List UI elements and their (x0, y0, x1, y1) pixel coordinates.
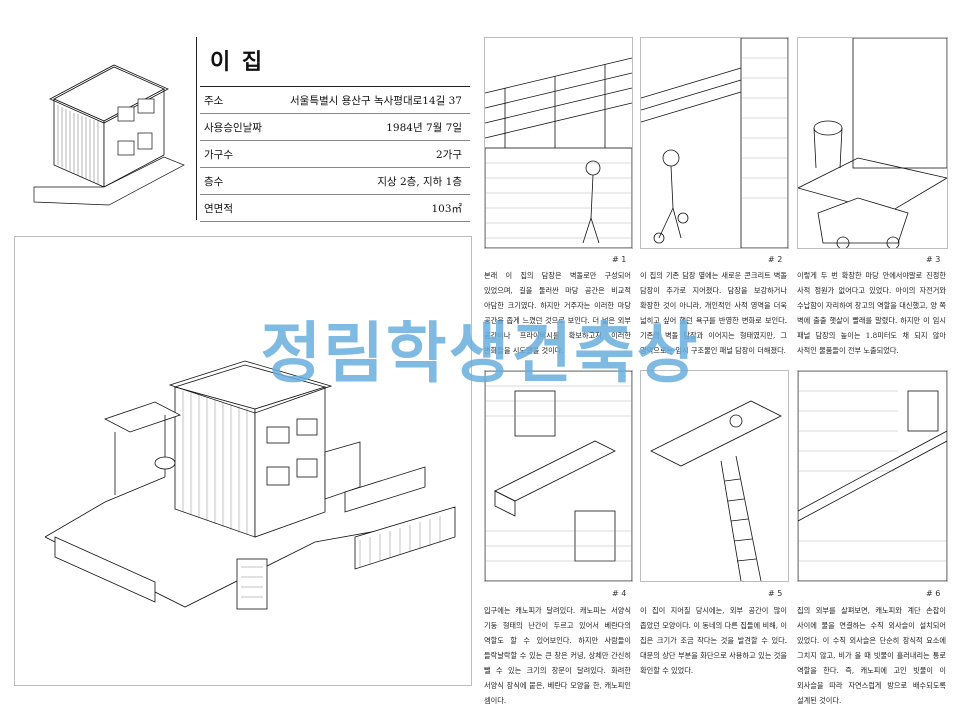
panel-number: # 3 (926, 255, 941, 264)
panel-number: # 5 (768, 589, 783, 598)
info-key: 주소 (204, 94, 224, 107)
panel-number: # 2 (768, 255, 783, 264)
main-axonometric-drawing (44, 360, 456, 610)
panel-number: # 4 (612, 589, 627, 598)
panel-text: 이 집의 기존 담장 옆에는 새로운 콘크리트 벽돌 담장이 추가로 지어졌다.… (640, 271, 787, 355)
panel-3-drawing (798, 38, 947, 248)
panel-text: 집의 외부를 살펴보면, 캐노피와 계단 손잡이 사이에 물을 연결하는 수직 … (797, 606, 946, 705)
info-table: 주소 서울특별시 용산구 녹사평대로14길 37 사용승인날짜 1984년 7월 7… (200, 86, 470, 222)
info-row-address: 주소 서울특별시 용산구 녹사평대로14길 37 (200, 87, 470, 114)
watermark-text: 정림학생건축상 (260, 315, 700, 392)
house-thumbnail-frame (14, 37, 194, 217)
panel-text: 본래 이 집의 담장은 벽돌로만 구성되어 있었으며, 길을 둘러싼 마당 공간… (484, 271, 631, 355)
info-row-households: 가구수 2가구 (200, 141, 470, 168)
info-row-area: 연면적 103㎡ (200, 195, 470, 222)
panel-number: # 1 (612, 255, 627, 264)
info-key: 연면적 (204, 202, 233, 215)
panel-4-illustration (484, 370, 633, 582)
panel-text: 이렇게 두 번 확장한 마당 안에서야말로 진정한 사적 정원가 없어다고 있었… (797, 271, 946, 355)
info-key: 층수 (204, 175, 224, 188)
panel-2-illustration (640, 37, 789, 249)
panel-text: 이 집이 지어질 당시에는, 외부 공간이 많이 좁았던 모양이다. 이 동네의… (640, 606, 787, 675)
info-value: 서울특별시 용산구 녹사평대로14길 37 (290, 94, 462, 107)
house-thumbnail-drawing (33, 64, 185, 206)
info-value: 1984년 7월 7일 (386, 121, 462, 134)
panel-1-illustration (484, 37, 633, 249)
panel-5-drawing (650, 400, 782, 581)
info-key: 사용승인날짜 (204, 121, 262, 134)
info-row-approval-date: 사용승인날짜 1984년 7월 7일 (200, 114, 470, 141)
main-axonometric-frame (14, 236, 472, 686)
info-value: 103㎡ (431, 202, 462, 215)
info-value: 2가구 (435, 148, 462, 161)
panel-text: 입구에는 캐노피가 달려있다. 캐노피는 서양식 기둥 형태의 난간이 두르고 … (484, 606, 631, 705)
title-divider (196, 37, 197, 220)
info-row-floors: 층수 지상 2층, 지하 1층 (200, 168, 470, 195)
panel-5-illustration (640, 370, 789, 582)
panel-number: # 6 (926, 589, 941, 598)
page-title: 이 집 (210, 49, 265, 75)
info-key: 가구수 (204, 148, 233, 161)
panel-1-drawing (485, 57, 632, 248)
panel-6-drawing (798, 371, 947, 581)
info-value: 지상 2층, 지하 1층 (377, 175, 462, 188)
panel-6-illustration (797, 370, 948, 582)
panel-2-drawing (641, 38, 788, 248)
panel-4-drawing (485, 371, 632, 581)
panel-3-illustration (797, 37, 948, 249)
